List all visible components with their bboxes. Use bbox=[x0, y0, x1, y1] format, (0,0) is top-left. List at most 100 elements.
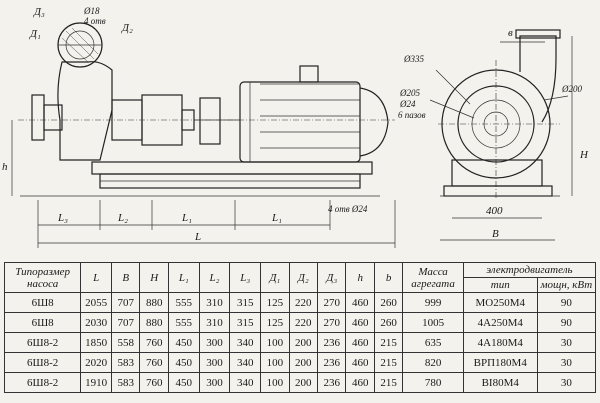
table-cell: 260 bbox=[373, 312, 404, 333]
table-cell: 30 bbox=[536, 372, 597, 393]
pump-casing bbox=[57, 61, 113, 161]
suction-flange bbox=[31, 94, 45, 141]
table-cell: 340 bbox=[229, 352, 262, 373]
table-cell: 236 bbox=[317, 372, 347, 393]
label-bolt: 4 отв Ø24 bbox=[328, 204, 368, 214]
table-cell: ВРП180М4 bbox=[462, 352, 538, 373]
table-cell: 450 bbox=[167, 372, 200, 393]
table-cell: 460 bbox=[345, 312, 375, 333]
table-cell: 340 bbox=[229, 372, 262, 393]
table-cell: 270 bbox=[317, 312, 347, 333]
table-cell: 260 bbox=[373, 292, 404, 313]
table-cell: 820 bbox=[402, 352, 464, 373]
table-cell: 300 bbox=[198, 372, 231, 393]
label-L1-outer: L₁ bbox=[271, 212, 282, 224]
col-header: h bbox=[345, 262, 375, 293]
table-cell: 555 bbox=[167, 292, 200, 313]
label-d3: Д₃ bbox=[33, 6, 45, 18]
label-L1-inner: L₁ bbox=[181, 212, 192, 224]
side-view bbox=[18, 22, 395, 197]
label-d24: Ø24 bbox=[399, 99, 416, 109]
label-L3: L₃ bbox=[57, 212, 68, 224]
end-view-base bbox=[451, 159, 543, 187]
table-header-row: Типоразмер насоса L B H L₁ L₂ L₃ Д₁ Д₂ Д… bbox=[3, 262, 597, 293]
col-header: H bbox=[139, 262, 169, 293]
pump-unit-drawing: Д₃ Д₁ Ø18 4 отв Д₂ h L₃ L₂ L₁ L₁ L 4 отв… bbox=[2, 6, 589, 248]
table-cell: 315 bbox=[229, 292, 262, 313]
table-cell: 760 bbox=[139, 372, 169, 393]
table-cell: 30 bbox=[536, 352, 597, 373]
table-cell: 340 bbox=[229, 332, 262, 353]
table-cell: 583 bbox=[111, 372, 141, 393]
col-subheader: мощн, кВт bbox=[536, 277, 597, 293]
table-cell: 30 bbox=[536, 332, 597, 353]
table-cell: 215 bbox=[373, 332, 404, 353]
table-cell: 6Ш8-2 bbox=[3, 352, 82, 373]
table-cell: 90 bbox=[536, 312, 597, 333]
col-header: L₁ bbox=[167, 262, 200, 293]
table-cell: 125 bbox=[260, 292, 290, 313]
table-cell: 999 bbox=[402, 292, 464, 313]
table-cell: 300 bbox=[198, 332, 231, 353]
table-cell: 100 bbox=[260, 352, 290, 373]
label-h: h bbox=[2, 161, 8, 173]
table-cell: 760 bbox=[139, 352, 169, 373]
table-cell: 300 bbox=[198, 352, 231, 373]
table-cell: 583 bbox=[111, 352, 141, 373]
table-cell: 220 bbox=[288, 292, 319, 313]
label-b: в bbox=[508, 27, 513, 39]
table-cell: 100 bbox=[260, 372, 290, 393]
table-cell: 6Ш8 bbox=[3, 292, 82, 313]
table-cell: 6Ш8-2 bbox=[3, 372, 82, 393]
table-cell: 450 bbox=[167, 332, 200, 353]
table-cell: 215 bbox=[373, 372, 404, 393]
table-cell: 460 bbox=[345, 352, 375, 373]
col-header: B bbox=[111, 262, 141, 293]
coupling bbox=[199, 97, 221, 145]
label-d335: Ø335 bbox=[403, 54, 424, 64]
discharge-nozzle bbox=[519, 35, 557, 123]
col-header: Д₃ bbox=[317, 262, 347, 293]
col-header: Д₁ bbox=[260, 262, 290, 293]
col-header: L bbox=[80, 262, 113, 293]
side-dimensions bbox=[11, 120, 396, 248]
electric-motor bbox=[239, 81, 361, 163]
label-d1: Д₁ bbox=[29, 28, 41, 40]
motor-eyebolt bbox=[299, 65, 319, 83]
table-cell: 4А180М4 bbox=[462, 332, 538, 353]
table-cell: 200 bbox=[288, 372, 319, 393]
label-H: H bbox=[579, 149, 589, 161]
end-dimensions bbox=[429, 36, 573, 241]
table-cell: 760 bbox=[139, 332, 169, 353]
col-header: L₂ bbox=[198, 262, 231, 293]
col-header: b bbox=[373, 262, 404, 293]
label-holes: 4 отв bbox=[84, 16, 106, 26]
table-cell: 2020 bbox=[80, 352, 113, 373]
table-cell: 4А250М4 bbox=[462, 312, 538, 333]
label-d2: Д₂ bbox=[121, 22, 133, 34]
table-cell: 236 bbox=[317, 332, 347, 353]
base-frame bbox=[91, 161, 373, 175]
table-cell: 460 bbox=[345, 372, 375, 393]
table-cell: 236 bbox=[317, 352, 347, 373]
label-L2: L₂ bbox=[117, 212, 128, 224]
table-cell: 707 bbox=[111, 292, 141, 313]
table-cell: 460 bbox=[345, 332, 375, 353]
col-header: L₃ bbox=[229, 262, 262, 293]
label-d18: Ø18 bbox=[83, 6, 100, 16]
end-view bbox=[438, 29, 561, 200]
table-cell: 220 bbox=[288, 312, 319, 333]
label-d200: Ø200 bbox=[561, 84, 582, 94]
spec-table: Типоразмер насоса L B H L₁ L₂ L₃ Д₁ Д₂ Д… bbox=[3, 262, 597, 393]
table-cell: 880 bbox=[139, 312, 169, 333]
table-cell: 707 bbox=[111, 312, 141, 333]
table-cell: 460 bbox=[345, 292, 375, 313]
table-cell: 780 bbox=[402, 372, 464, 393]
table-cell: 310 bbox=[198, 312, 231, 333]
